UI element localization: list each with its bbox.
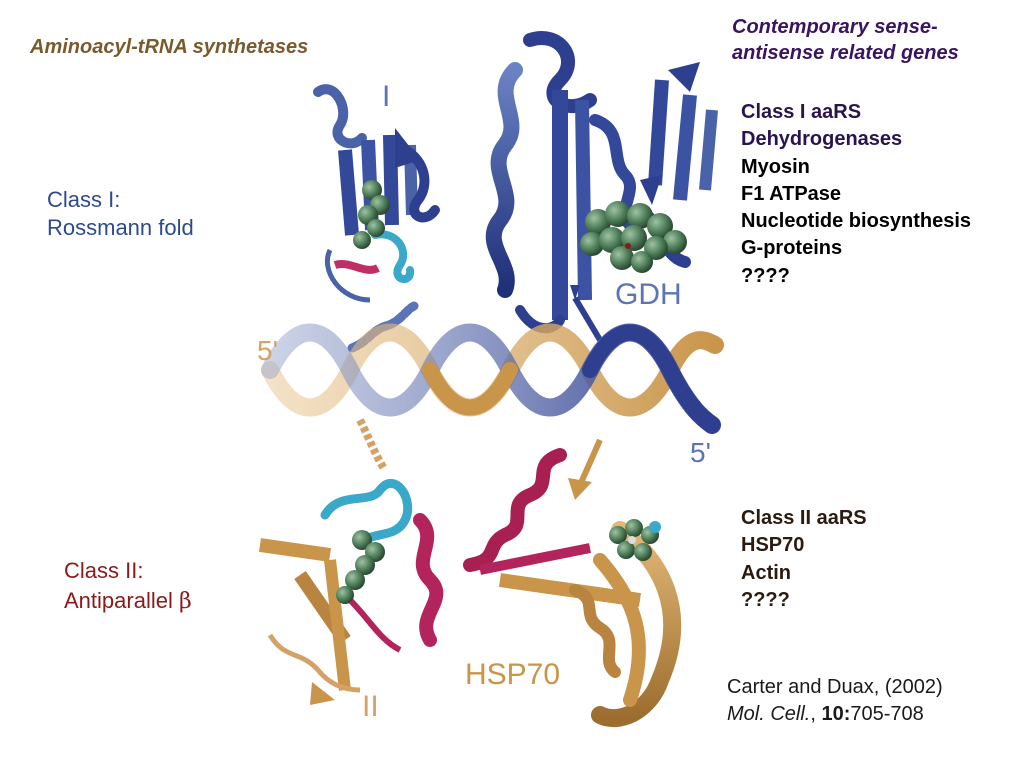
class2-loop: [267, 633, 361, 693]
five-prime-left-label: 5': [257, 335, 278, 366]
dna-double-helix: [261, 323, 724, 434]
gdh-arrow-pointer: [570, 285, 580, 300]
gene-item: G-proteins: [741, 237, 843, 260]
roman-one-label: I: [382, 80, 390, 113]
class1-helix: [400, 145, 440, 223]
hsp70-arrow-pointer: [577, 438, 603, 487]
hsp70-structure: [463, 438, 682, 728]
class1-related-genes-list: Class I aaRS Dehydrogenases Myosin F1 AT…: [741, 99, 971, 290]
gene-item: Class I aaRS: [741, 101, 862, 123]
helix-strand-gold-front: [422, 362, 518, 416]
class1-strand: [338, 149, 359, 236]
gene-item: Dehydrogenases: [741, 128, 903, 151]
class2-link: [356, 418, 389, 473]
five-prime-right-label: 5': [690, 437, 711, 468]
class2-magenta-helix: [413, 513, 444, 647]
beta-symbol: β: [178, 589, 192, 614]
hsp70-arrow-pointer: [568, 478, 592, 500]
class2-label: Class II: Antiparallel β: [64, 556, 192, 617]
class2-strand: [324, 559, 351, 691]
gdh-strand: [575, 99, 592, 301]
class1-label-line-2: Rossmann fold: [47, 215, 194, 240]
class2-label-line-1: Class II:: [64, 558, 144, 583]
helix-strand-blue-front: [582, 324, 720, 433]
citation-separator: ,: [810, 703, 822, 725]
gdh-strand: [648, 79, 669, 186]
class2-loop: [347, 597, 402, 653]
gene-item: F1 ATPase: [741, 182, 842, 205]
right-title-line-2: antisense related genes: [732, 42, 959, 64]
citation-journal: Mol. Cell.: [727, 703, 811, 725]
gene-item: Class II aaRS: [741, 507, 867, 529]
citation-source: Mol. Cell., 10:705-708: [727, 701, 943, 728]
roman-two-label: II: [362, 690, 379, 723]
gdh-strand: [699, 109, 718, 191]
class2-strand: [259, 538, 331, 562]
gene-item: Myosin: [741, 155, 810, 178]
class1-ligand: [353, 180, 390, 249]
right-title: Contemporary sense- antisense related ge…: [732, 14, 959, 66]
gdh-structure: [485, 31, 718, 342]
gene-item: Nucleotide biosynthesis: [741, 210, 972, 233]
class2-related-genes-list: Class II aaRS HSP70 Actin ????: [741, 505, 867, 614]
gdh-ligand: [580, 201, 687, 273]
hsp70-label: HSP70: [465, 658, 560, 691]
class1-helix: [313, 84, 367, 149]
class2-fold-name: Antiparallel: [64, 588, 173, 613]
class1-cyan-loop: [371, 230, 414, 283]
class2-ligand: [336, 530, 385, 604]
class2-aars-structure: [259, 418, 444, 705]
gene-item: ????: [741, 264, 790, 287]
citation: Carter and Duax, (2002) Mol. Cell., 10:7…: [727, 674, 943, 728]
class2-arrow: [310, 682, 335, 705]
gdh-helix: [485, 62, 523, 298]
gene-item: ????: [741, 588, 790, 611]
left-title: Aminoacyl-tRNA synthetases: [30, 36, 309, 58]
class2-cyan-loop: [320, 479, 413, 550]
class1-loop: [324, 248, 371, 303]
gdh-label: GDH: [615, 278, 682, 311]
class1-label-line-1: Class I:: [47, 187, 121, 212]
citation-authors: Carter and Duax, (2002): [727, 676, 943, 698]
citation-volume: 10:: [821, 703, 851, 725]
gdh-arrow-pointer: [572, 296, 603, 342]
citation-pages: 705-708: [850, 703, 924, 725]
class1-aars-structure: [313, 84, 440, 353]
hsp70-gold-helix: [569, 584, 621, 678]
class1-label: Class I: Rossmann fold: [47, 186, 194, 242]
gdh-strand: [673, 94, 697, 201]
hsp70-magenta-strand: [479, 543, 591, 575]
class1-strand: [383, 134, 399, 226]
gdh-helix: [523, 31, 597, 114]
gene-item: HSP70: [741, 534, 805, 557]
right-title-line-1: Contemporary sense-: [732, 16, 938, 38]
hsp70-magenta-helix: [463, 448, 567, 572]
gdh-arrow: [640, 175, 662, 205]
class2-label-line-2: Antiparallel β: [64, 586, 192, 617]
gene-item: Actin: [741, 561, 791, 584]
gdh-arrow: [668, 62, 700, 92]
hsp70-gold-sheet: [593, 553, 646, 707]
class1-magenta-loop: [333, 259, 380, 274]
hsp70-ligand: [609, 519, 661, 561]
